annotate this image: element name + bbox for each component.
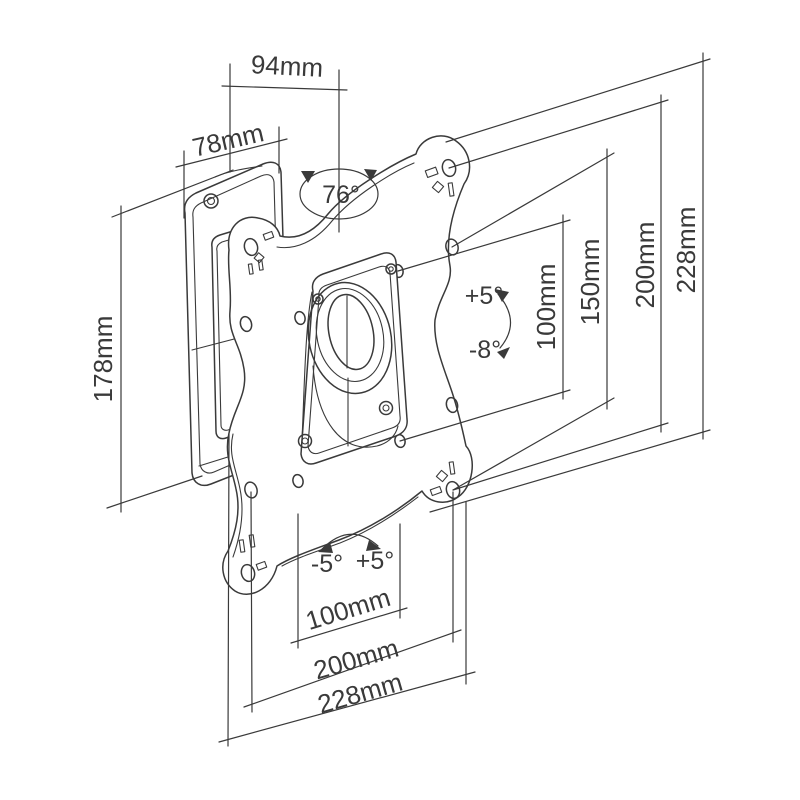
dim-label-76deg: 76° (322, 181, 360, 209)
vesa-hole-top-left (294, 310, 306, 326)
adapter-bolt-lower-left (297, 433, 313, 449)
dim-plate-height-228: 228mm (429, 52, 711, 513)
dim-label-bottom-100mm: 100mm (302, 582, 394, 636)
dim-wall-plate-height: 178mm (88, 169, 234, 513)
dim-label-swivel-left: -5° (311, 550, 343, 578)
dim-label-right-228mm: 228mm (671, 207, 701, 294)
vesa-hole-bottom-left (292, 473, 304, 489)
adapter-screw-top-right (385, 263, 397, 275)
dim-label-94mm: 94mm (250, 49, 324, 83)
dim-label-right-200mm: 200mm (630, 222, 660, 309)
adapter-screw-top-left (312, 293, 324, 305)
dim-arm-depth: 94mm (221, 49, 348, 233)
dim-label-178mm: 178mm (88, 316, 118, 403)
adapter-recess (312, 365, 399, 448)
plate-hole-right-lower (445, 396, 459, 414)
plate-left-flange (230, 433, 243, 558)
swivel-arrow-right (364, 169, 377, 181)
tilt-arrow-up (495, 289, 509, 302)
plate-hole-left-lower (244, 481, 258, 499)
swivel-arrow-left (301, 171, 315, 183)
wall-plate-top-screw-hole (203, 193, 219, 209)
dim-label-right-150mm: 150mm (575, 239, 605, 326)
dim-vesa-vertical-100: 100mm (397, 214, 571, 442)
dim-label-tilt-down: -8° (469, 336, 501, 364)
dim-label-right-100mm: 100mm (531, 264, 561, 351)
center-opening-outer (307, 281, 393, 395)
swivel-bottom-arrow-left (318, 542, 333, 553)
tilt-arrow-down (497, 347, 510, 359)
dim-swivel-range: 76° (299, 168, 379, 220)
center-opening-hole (327, 293, 375, 371)
plate-hole-top-left (243, 237, 259, 257)
dim-label-78mm: 78mm (189, 117, 266, 162)
adapter-bolt-lower-right (378, 400, 394, 416)
plate-hole-left-mid (239, 315, 253, 333)
vesa-adapter-plate (297, 252, 408, 465)
dim-plate-vertical-200: 200mm (448, 94, 669, 491)
dim-label-swivel-right: +5° (356, 547, 395, 575)
dim-holes-vertical-150: 150mm (451, 148, 615, 491)
swivel-bottom-arrow-right (366, 540, 381, 551)
dim-swivel-bottom: -5° +5° (311, 533, 395, 578)
plate-top-flange (276, 162, 415, 249)
plate-hole-bottom-left (240, 563, 256, 583)
dim-label-tilt-up: +5° (465, 282, 504, 310)
dim-tilt-range: +5° -8° (465, 282, 512, 364)
center-opening-ring (315, 287, 385, 383)
